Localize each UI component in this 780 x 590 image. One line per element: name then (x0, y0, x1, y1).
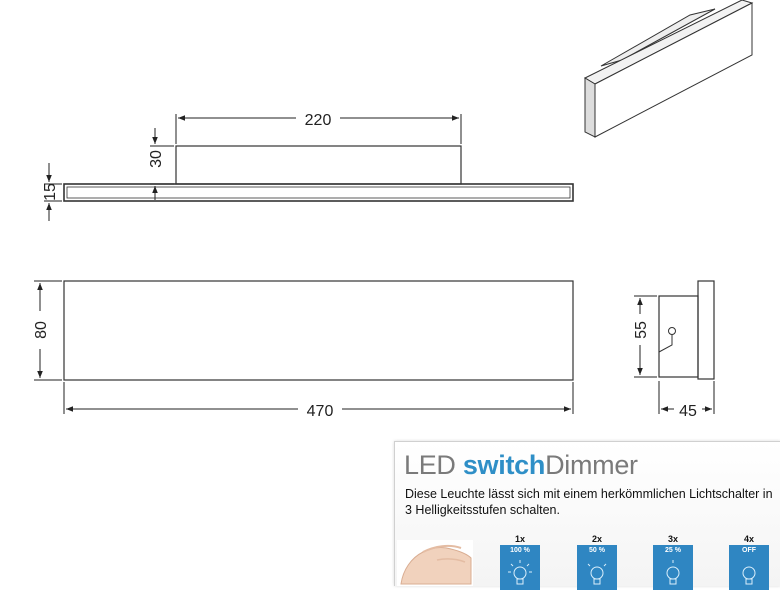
step-box: 50 % (577, 545, 617, 590)
dimension-label-220: 220 (305, 112, 332, 129)
title-switch: switch (462, 450, 546, 480)
front-view (63, 280, 574, 381)
step-count: 3x (667, 534, 678, 544)
step-2: 2x 50 % (577, 534, 617, 590)
dim-470 (63, 382, 574, 414)
title-dimmer: Dimmer (545, 450, 638, 480)
hand-switch-icon (397, 540, 473, 586)
step-1: 1x 100 % (500, 534, 540, 590)
title-led: LED (404, 450, 463, 480)
step-count: 2x (591, 534, 602, 544)
side-view (658, 280, 715, 380)
dim-30 (150, 128, 174, 200)
panel-description: Diese Leuchte lässt sich mit einem herkö… (405, 487, 773, 517)
step-level: 100 % (510, 547, 530, 554)
dimension-label-55: 55 (633, 321, 650, 339)
step-box: OFF (729, 545, 769, 590)
panel-title: LED switchDimmer (404, 449, 638, 481)
switch-dimmer-panel: LED switchDimmer Diese Leuchte lässt sic… (394, 441, 780, 590)
dimension-label-470: 470 (307, 403, 334, 420)
bulb-icon (666, 560, 680, 585)
dimension-label-45: 45 (679, 403, 697, 420)
dimension-label-15: 15 (42, 183, 59, 201)
step-box: 100 % (500, 545, 540, 590)
step-level: 25 % (665, 547, 681, 554)
step-level: 50 % (589, 547, 605, 554)
dimension-label-80: 80 (33, 321, 50, 339)
perspective-view (583, 0, 754, 138)
dimension-label-30: 30 (148, 150, 165, 168)
dim-220 (175, 114, 462, 144)
step-count: 1x (514, 534, 525, 544)
step-box: 25 % (653, 545, 693, 590)
step-level: OFF (742, 547, 756, 554)
dim-55 (634, 295, 657, 378)
bulb-icon (508, 560, 532, 585)
bulb-icon (587, 563, 607, 585)
bulb-off-icon (742, 566, 756, 585)
top-view (63, 145, 574, 202)
step-3: 3x 25 % (653, 534, 693, 590)
step-count: 4x (743, 534, 754, 544)
dim-45 (658, 381, 715, 414)
step-4: 4x OFF (729, 534, 769, 590)
dim-80 (34, 280, 62, 381)
dim-15 (44, 163, 62, 221)
